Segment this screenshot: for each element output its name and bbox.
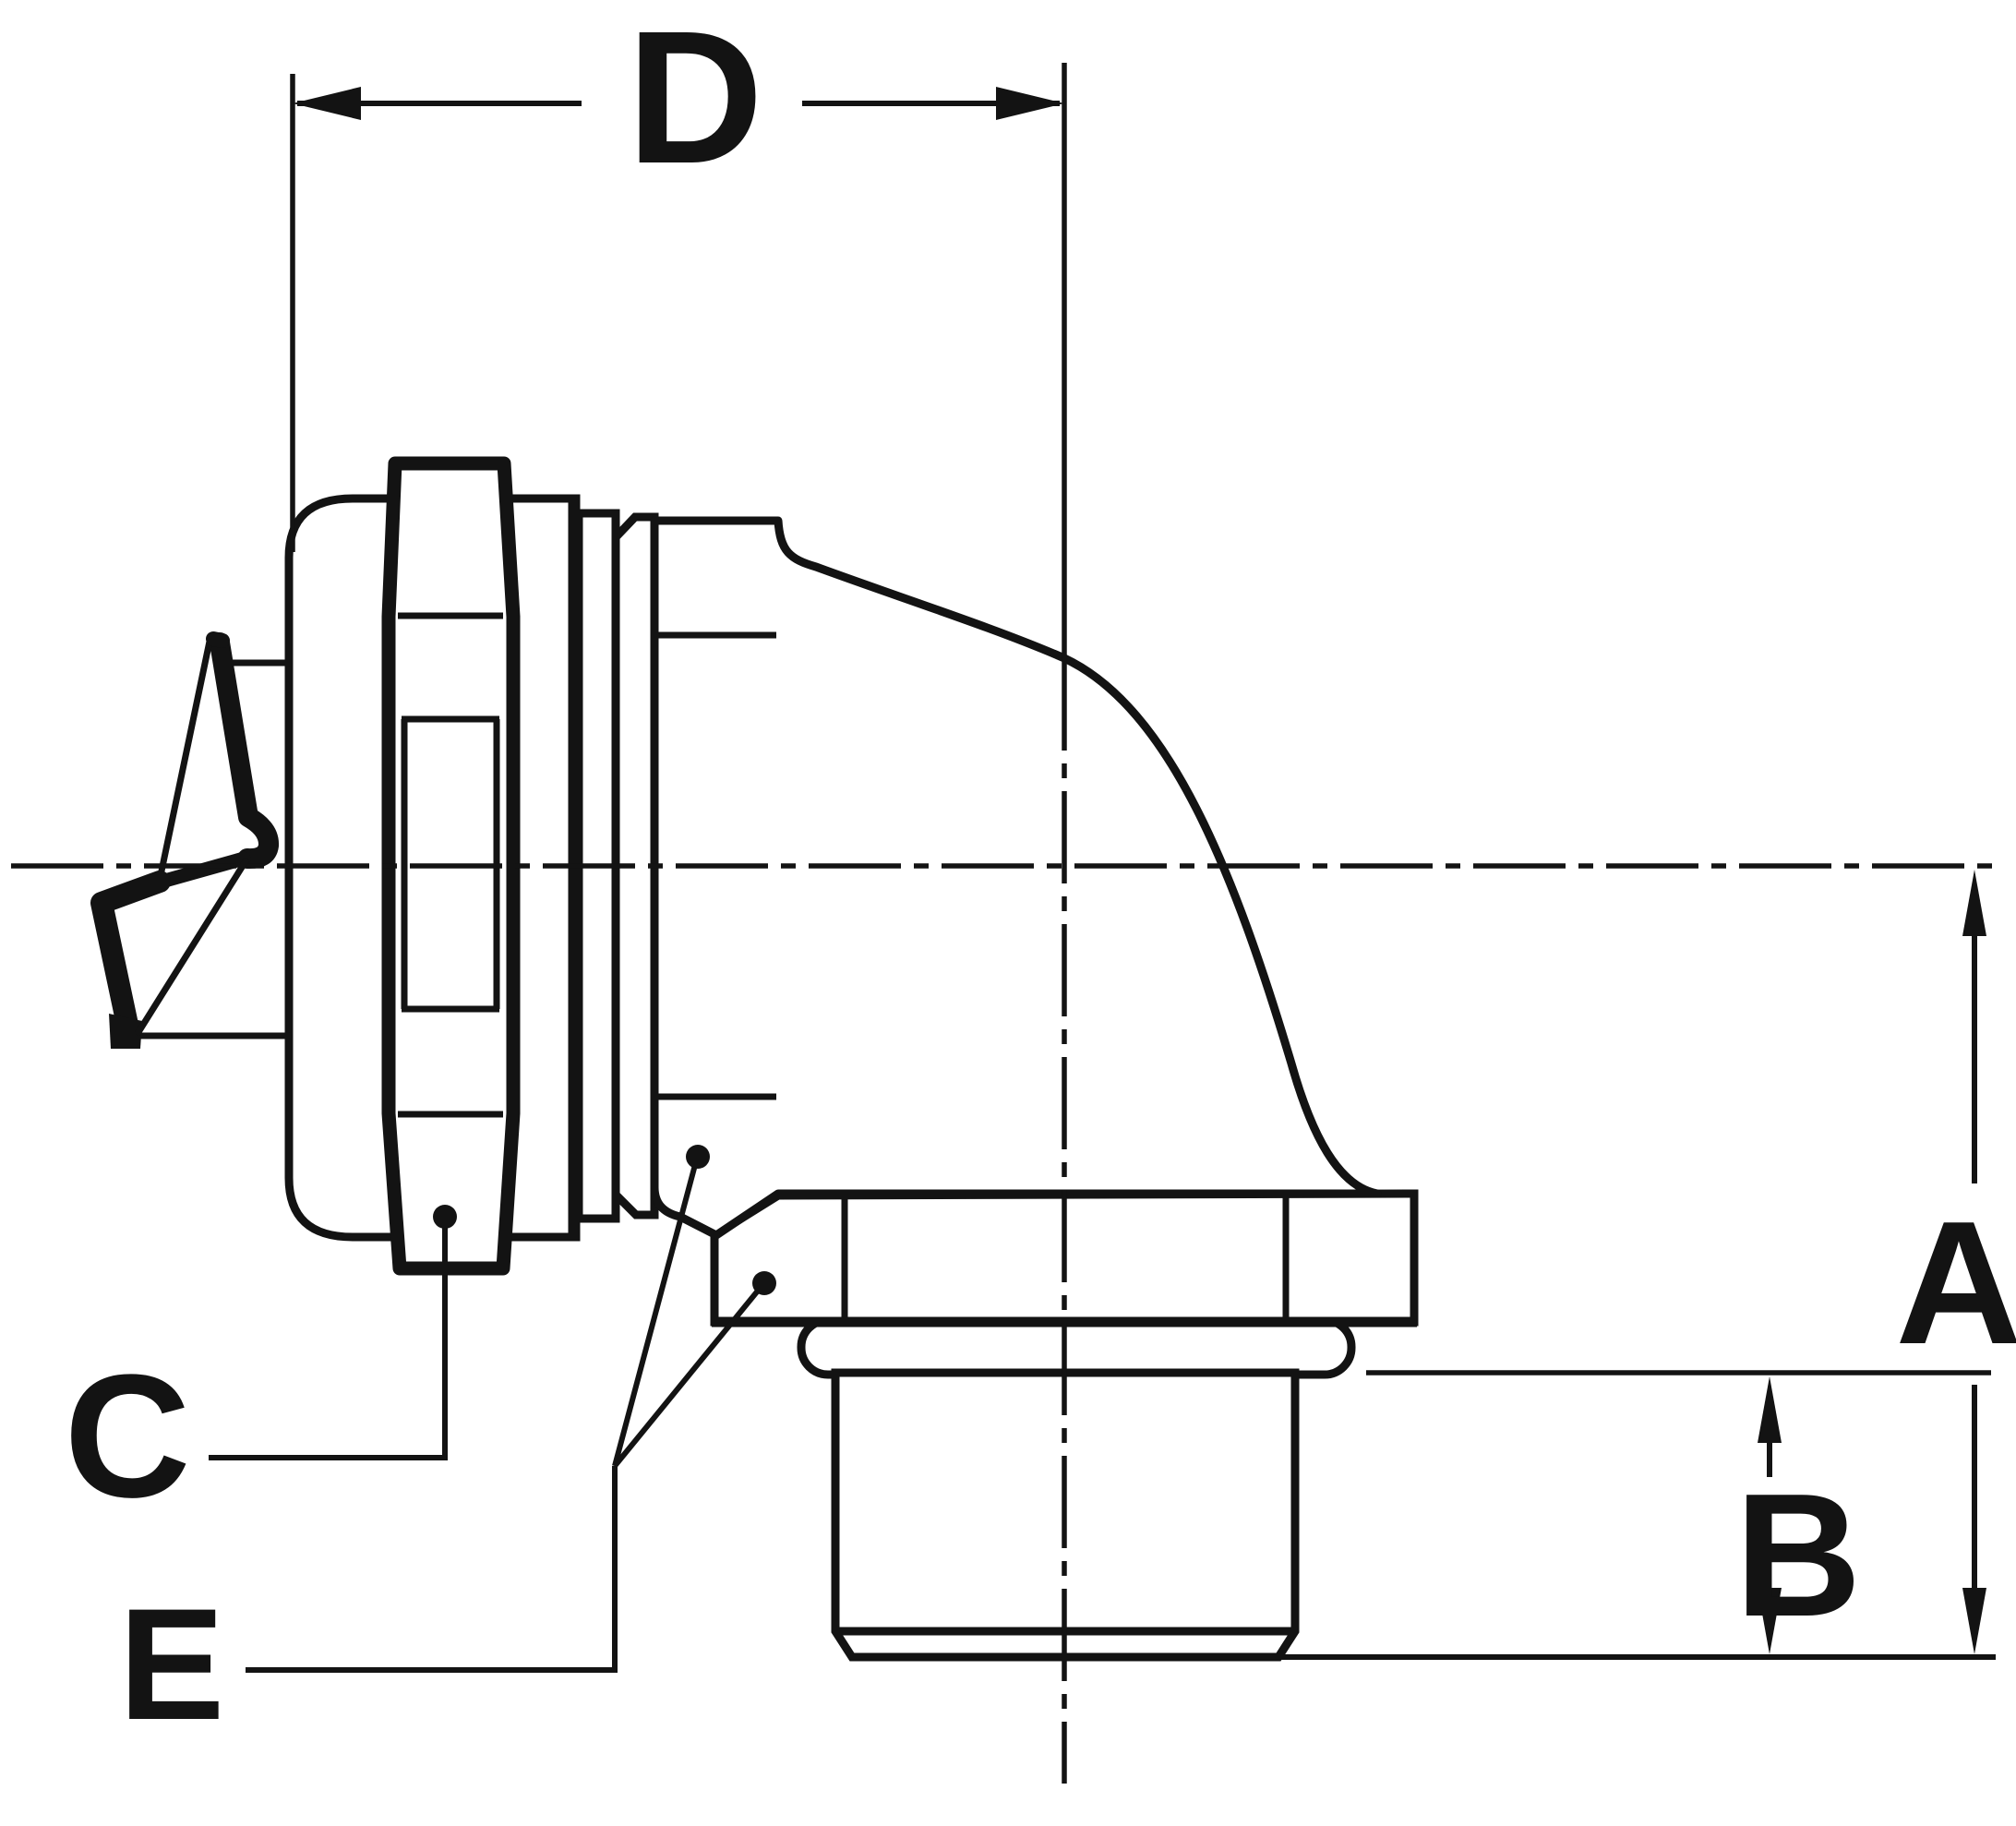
clip-right-arm [210,632,279,870]
clip-left-edge [156,633,214,883]
b-arrowhead-up [1758,1376,1782,1443]
label-callout-c: C [64,1339,190,1534]
a-arrowhead-up [1962,870,1986,936]
d-arrowhead-right [996,87,1064,120]
d-arrowhead-left [293,87,361,120]
dimension-labels: D A B C E [64,0,2016,1753]
c-leader-line [209,1219,448,1460]
e-leader-branch-upper [612,1160,699,1467]
clip-nose-to-knee-edge [154,851,251,889]
label-dim-a: A [1895,1185,2016,1381]
dimension-d [290,63,1067,658]
clip-inner-edge [135,858,249,1036]
label-dim-d: D [627,0,763,203]
a-arrowhead-down [1962,1588,1986,1654]
clip-apex [206,631,230,648]
label-callout-e: E [119,1576,225,1753]
b-arrowhead-down [1758,1588,1782,1654]
elbow-outline [650,516,1382,1240]
e-leader-dot-upper [686,1145,710,1169]
dimension-b [1366,1370,1991,1654]
label-dim-b: B [1734,1458,1861,1653]
dimension-a [852,870,1996,1660]
sealing-bead [797,1315,1356,1379]
clip-foot [109,1014,142,1049]
c-leader-dot [433,1205,457,1229]
callout-e [246,1145,776,1673]
clip-lower-arm [90,871,171,1036]
callout-c [209,1205,457,1460]
centerlines [11,658,1996,1784]
e-leader-line [246,1466,618,1673]
elbow-body [650,516,1382,1240]
grounding-clip [90,631,293,1049]
e-leader-dot-lower [752,1271,776,1295]
e-leader-branch-lower [612,1283,765,1468]
